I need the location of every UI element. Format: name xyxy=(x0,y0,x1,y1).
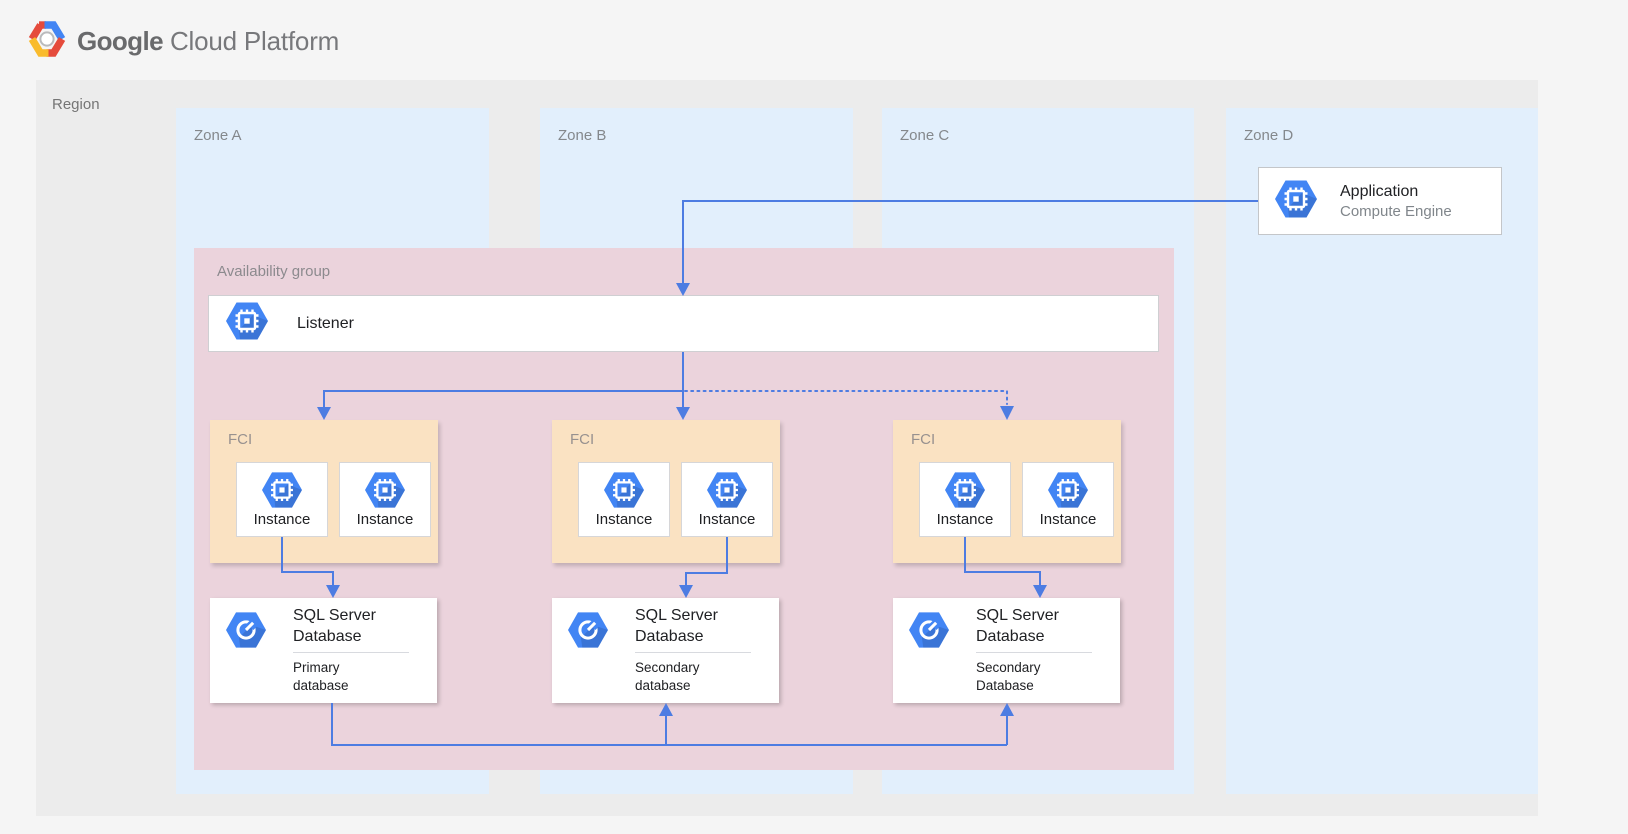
fci-1-instance-1: Instance xyxy=(236,462,328,537)
fci-3-instance-2: Instance xyxy=(1022,462,1114,537)
compute-engine-icon xyxy=(223,300,271,347)
application-title: Application xyxy=(1340,182,1419,200)
compute-engine-icon xyxy=(682,470,772,510)
instance-label: Instance xyxy=(698,511,756,528)
database-secondary-2: SQL Server Database Secondary Database xyxy=(893,598,1120,703)
compute-engine-icon xyxy=(340,470,430,510)
logo-cloud-platform: Cloud Platform xyxy=(169,26,340,56)
fci-2-instance-2: Instance xyxy=(681,462,773,537)
fci-2-label: FCI xyxy=(570,431,595,448)
fci-1-instance-2: Instance xyxy=(339,462,431,537)
gcp-logo-hexagon-icon xyxy=(27,20,67,63)
database-secondary-1: SQL Server Database Secondary database xyxy=(552,598,779,703)
fci-3-label: FCI xyxy=(911,431,936,448)
fci-group-3: FCI Instance Instance xyxy=(893,420,1121,563)
fci-group-2: FCI Instance Instance xyxy=(552,420,780,563)
divider xyxy=(635,652,751,653)
sql-database-icon xyxy=(565,610,611,655)
database-primary: SQL Server Database Primary database xyxy=(210,598,437,703)
database-title: SQL Server Database xyxy=(635,607,718,645)
compute-engine-icon xyxy=(237,470,327,510)
instance-label: Instance xyxy=(1039,511,1097,528)
fci-1-label: FCI xyxy=(228,431,253,448)
instance-label: Instance xyxy=(356,511,414,528)
listener-box: Listener xyxy=(208,295,1159,352)
compute-engine-icon xyxy=(920,470,1010,510)
compute-engine-icon xyxy=(1272,178,1320,225)
database-role: Secondary database xyxy=(635,660,700,693)
instance-label: Instance xyxy=(253,511,311,528)
database-role: Primary database xyxy=(293,660,349,693)
database-role: Secondary Database xyxy=(976,660,1041,693)
fci-3-instance-1: Instance xyxy=(919,462,1011,537)
region-label: Region xyxy=(52,96,100,113)
fci-group-1: FCI Instance Instance xyxy=(210,420,438,563)
availability-group-label: Availability group xyxy=(217,263,331,280)
zone-a-label: Zone A xyxy=(194,127,242,144)
sql-database-icon xyxy=(906,610,952,655)
application-box: Application Compute Engine xyxy=(1258,167,1502,235)
compute-engine-icon xyxy=(579,470,669,510)
zone-d-label: Zone D xyxy=(1244,127,1294,144)
zone-c-label: Zone C xyxy=(900,127,950,144)
database-title: SQL Server Database xyxy=(293,607,376,645)
zone-b-label: Zone B xyxy=(558,127,607,144)
compute-engine-icon xyxy=(1023,470,1113,510)
database-title: SQL Server Database xyxy=(976,607,1059,645)
application-subtitle: Compute Engine xyxy=(1340,202,1452,220)
fci-2-instance-1: Instance xyxy=(578,462,670,537)
listener-label: Listener xyxy=(297,314,354,332)
divider xyxy=(976,652,1092,653)
divider xyxy=(293,652,409,653)
instance-label: Instance xyxy=(936,511,994,528)
sql-database-icon xyxy=(223,610,269,655)
logo-google: Google xyxy=(77,26,164,56)
instance-label: Instance xyxy=(595,511,653,528)
